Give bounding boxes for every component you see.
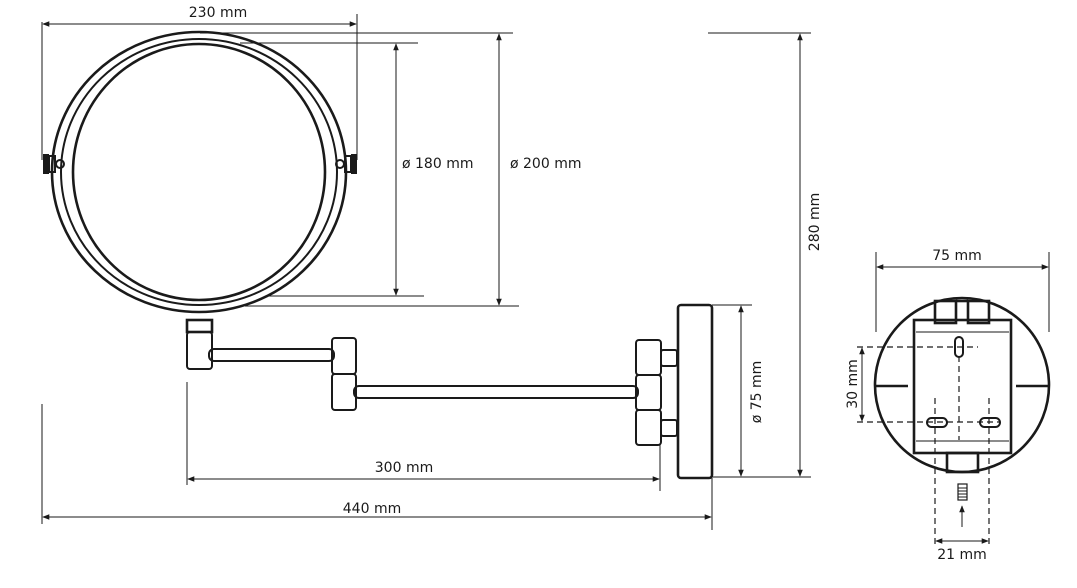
label-arm-reach: 300 mm <box>375 460 433 476</box>
label-hole-vertical-spacing: 30 mm <box>845 359 861 409</box>
dim-total-projection: 440 mm <box>41 404 713 530</box>
dim-total-height: 280 mm <box>708 32 823 478</box>
dim-arm-reach: 300 mm <box>186 382 661 491</box>
dim-hole-vertical-spacing: 30 mm <box>845 347 865 422</box>
label-outer-diameter: ø 200 mm <box>510 156 581 172</box>
mounting-plate <box>857 296 1051 548</box>
label-base-diameter: ø 75 mm <box>749 361 765 424</box>
left-pivot-knob-icon <box>43 154 65 174</box>
wall-base <box>676 303 714 480</box>
mirror-head <box>43 30 357 370</box>
dim-outer-diameter: ø 200 mm <box>200 32 581 307</box>
swing-arm <box>208 337 678 446</box>
label-plate-diameter: 75 mm <box>932 248 982 264</box>
right-pivot-knob-icon <box>335 154 357 174</box>
screw-icon <box>957 483 968 501</box>
dim-base-diameter: ø 75 mm <box>712 304 765 477</box>
label-mirror-width: 230 mm <box>189 5 247 21</box>
dim-plate-diameter: 75 mm <box>875 248 1050 332</box>
label-inner-diameter: ø 180 mm <box>402 156 473 172</box>
dim-inner-diameter: ø 180 mm <box>240 42 473 297</box>
dim-mirror-width: 230 mm <box>41 5 358 160</box>
dim-hole-horizontal-spacing: 21 mm <box>935 538 989 563</box>
label-total-projection: 440 mm <box>343 501 401 517</box>
label-total-height: 280 mm <box>807 193 823 251</box>
label-hole-horizontal-spacing: 21 mm <box>937 547 987 563</box>
